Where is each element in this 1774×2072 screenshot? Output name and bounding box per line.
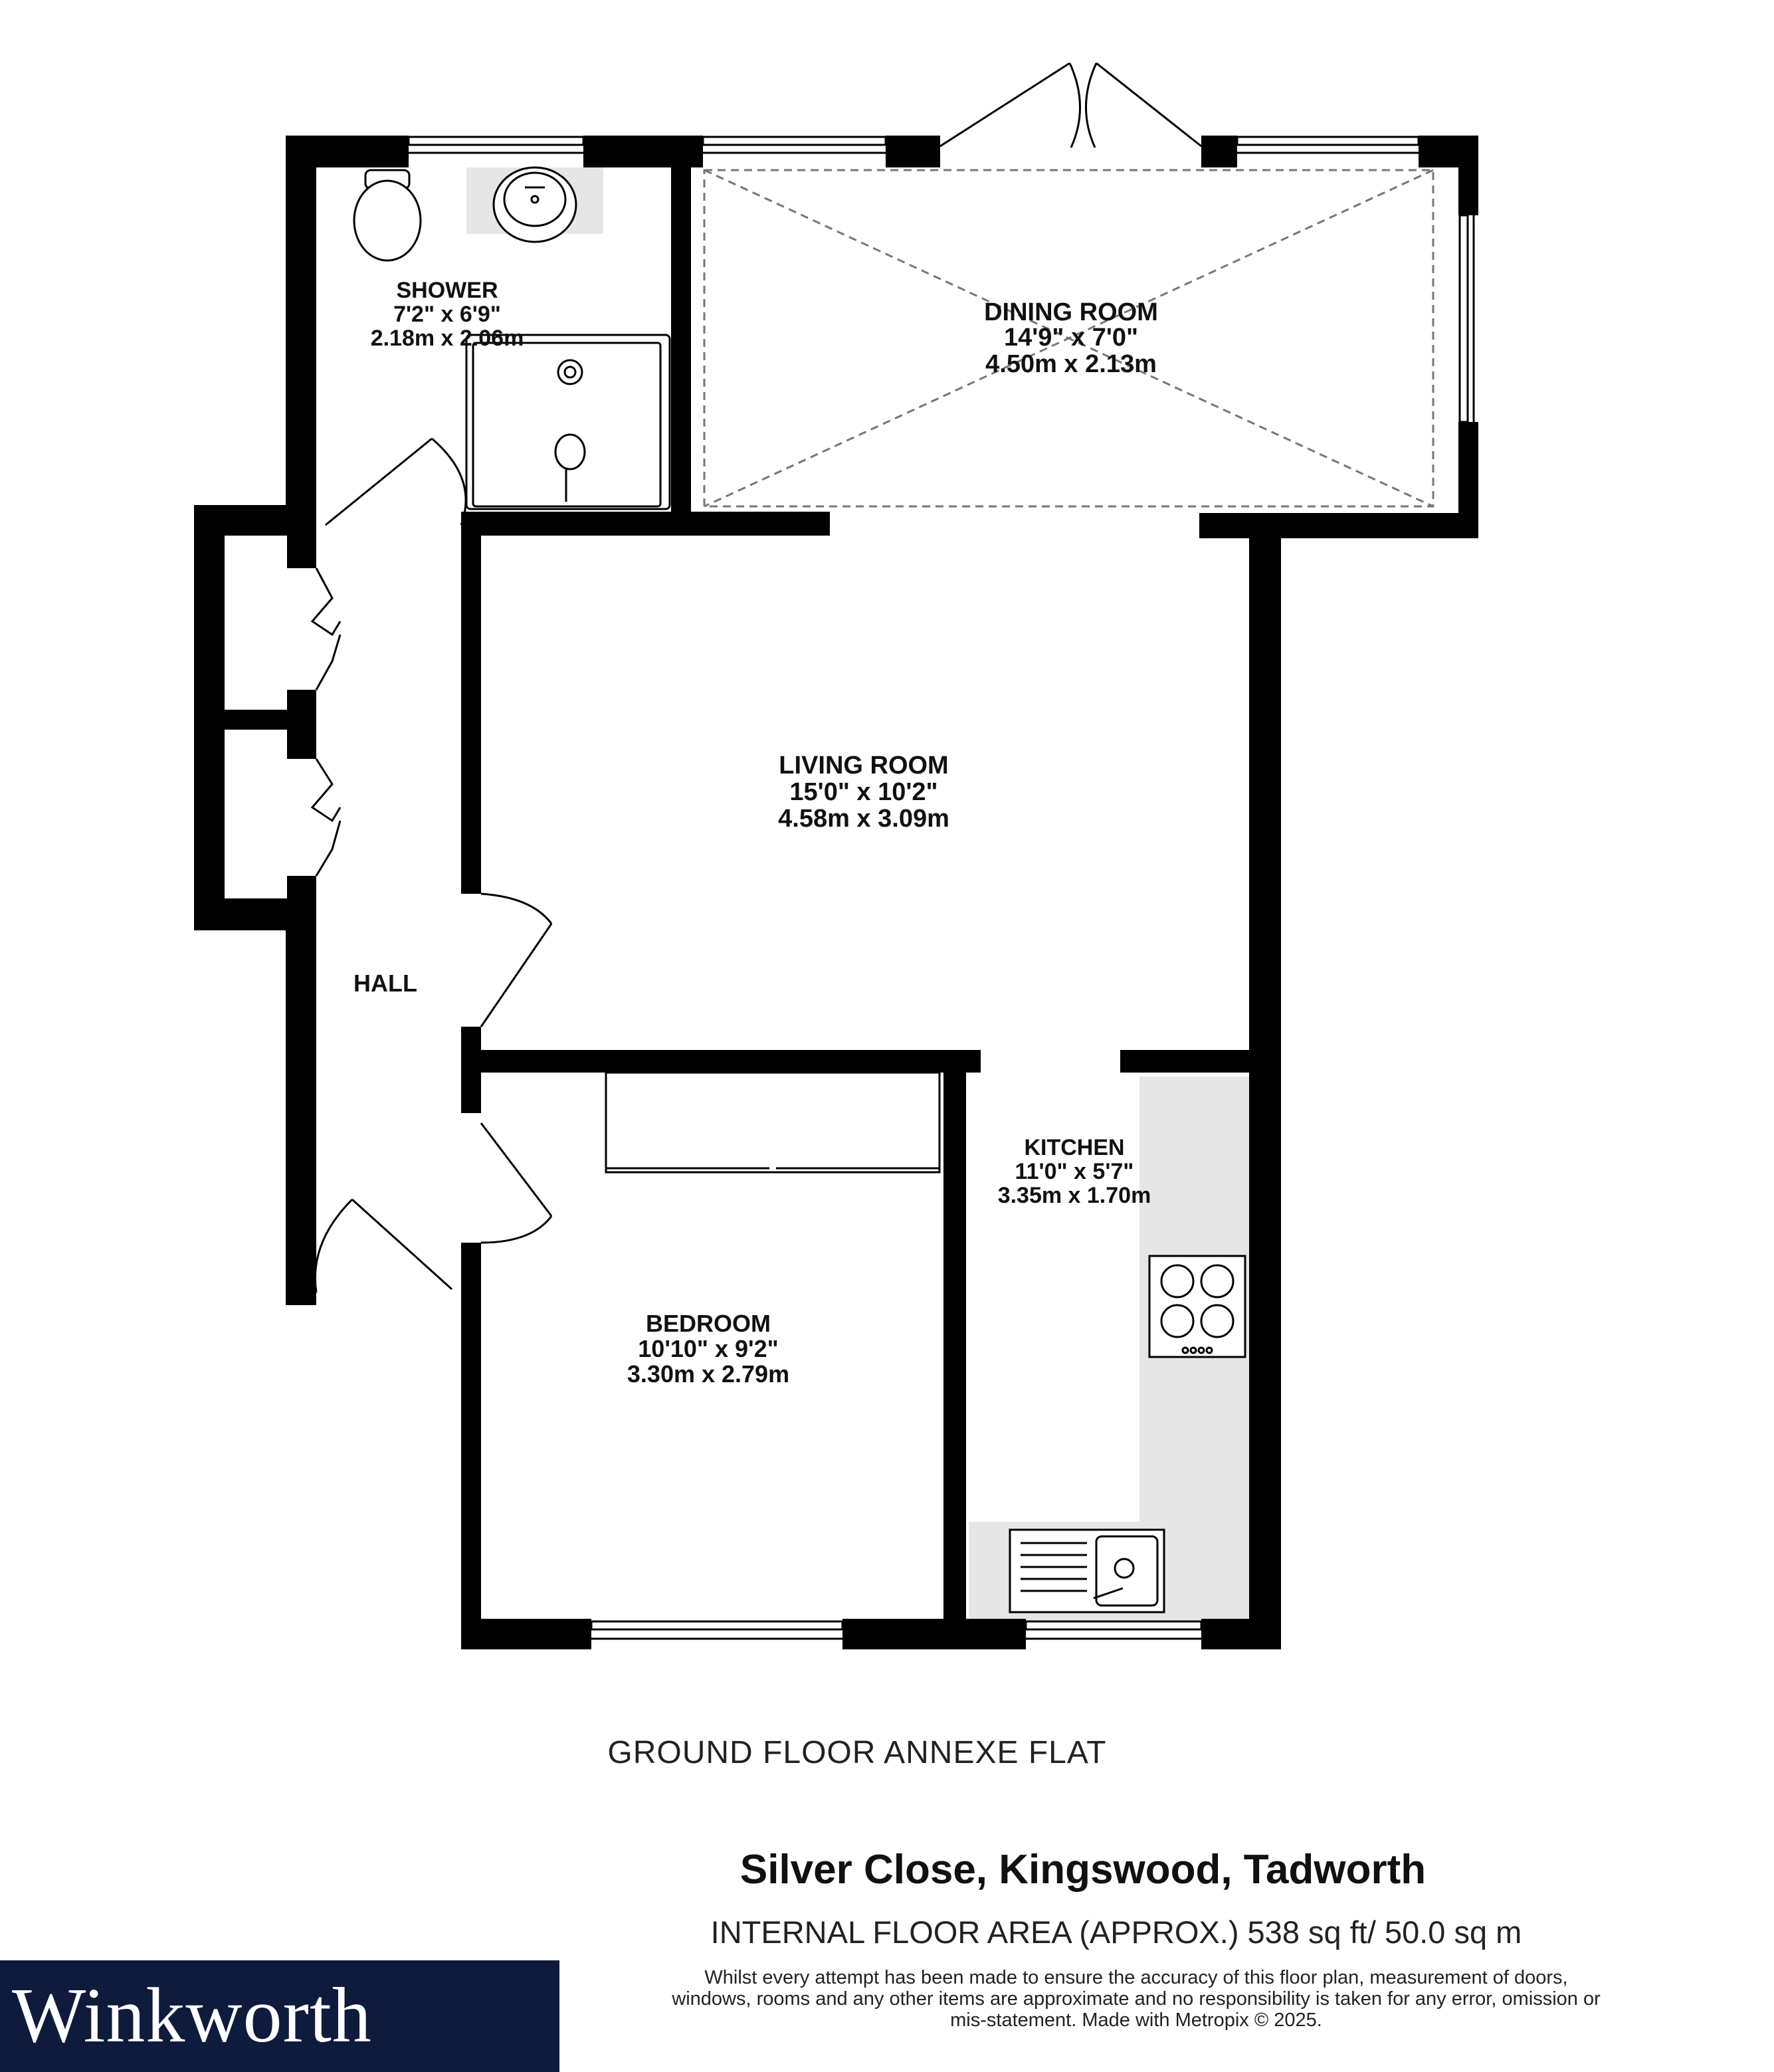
kitchen-imperial: 11'0" x 5'7" xyxy=(1015,1159,1134,1184)
dining-imperial: 14'9" x 7'0" xyxy=(1004,324,1138,352)
shower-imperial: 7'2" x 6'9" xyxy=(393,302,501,327)
living-imperial: 15'0" x 10'2" xyxy=(789,778,937,806)
room-label-hall: HALL xyxy=(353,970,417,997)
walls xyxy=(194,136,1478,1649)
dining-metric: 4.50m x 2.13m xyxy=(985,350,1157,378)
floor-plan: SHOWER 7'2" x 6'9" 2.18m x 2.06m DINING … xyxy=(194,62,1478,1649)
bedroom-metric: 3.30m x 2.79m xyxy=(627,1360,789,1388)
windows xyxy=(407,136,1475,1640)
brand-logo-panel: Winkworth xyxy=(0,1960,559,2072)
room-label-bedroom: BEDROOM 10'10" x 9'2" 3.30m x 2.79m xyxy=(627,1310,789,1388)
bedroom-imperial: 10'10" x 9'2" xyxy=(638,1335,778,1362)
french-doors xyxy=(939,62,1202,148)
brand-logo: Winkworth xyxy=(12,1972,372,2059)
living-name: LIVING ROOM xyxy=(779,752,948,779)
shower-name: SHOWER xyxy=(397,278,498,303)
toilet-icon xyxy=(353,169,422,262)
kitchen-name: KITCHEN xyxy=(1024,1135,1124,1160)
property-address: Silver Close, Kingswood, Tadworth xyxy=(739,1847,1427,1893)
room-label-living: LIVING ROOM 15'0" x 10'2" 4.58m x 3.09m xyxy=(778,752,949,833)
dining-ceiling-lines xyxy=(703,169,1434,508)
kitchen-metric: 3.35m x 1.70m xyxy=(998,1183,1151,1208)
shower-tray-icon xyxy=(465,334,671,510)
dining-name: DINING ROOM xyxy=(984,298,1158,326)
room-label-kitchen: KITCHEN 11'0" x 5'7" 3.35m x 1.70m xyxy=(998,1135,1151,1208)
doors xyxy=(310,437,553,1293)
basin-icon xyxy=(492,166,577,243)
room-label-dining: DINING ROOM 14'9" x 7'0" 4.50m x 2.13m xyxy=(984,298,1158,378)
living-metric: 4.58m x 3.09m xyxy=(778,805,949,833)
disclaimer-text: Whilst every attempt has been made to en… xyxy=(672,1967,1601,2031)
hob-icon xyxy=(1148,1255,1246,1358)
sink-icon xyxy=(1009,1528,1165,1613)
shower-metric: 2.18m x 2.06m xyxy=(371,326,524,351)
wardrobe xyxy=(605,1071,941,1174)
bedroom-name: BEDROOM xyxy=(646,1310,771,1337)
hall-name: HALL xyxy=(353,970,417,997)
floor-title: GROUND FLOOR ANNEXE FLAT xyxy=(607,1735,1107,1770)
room-label-shower: SHOWER 7'2" x 6'9" 2.18m x 2.06m xyxy=(371,278,524,351)
floor-area: INTERNAL FLOOR AREA (APPROX.) 538 sq ft/… xyxy=(710,1915,1522,1950)
